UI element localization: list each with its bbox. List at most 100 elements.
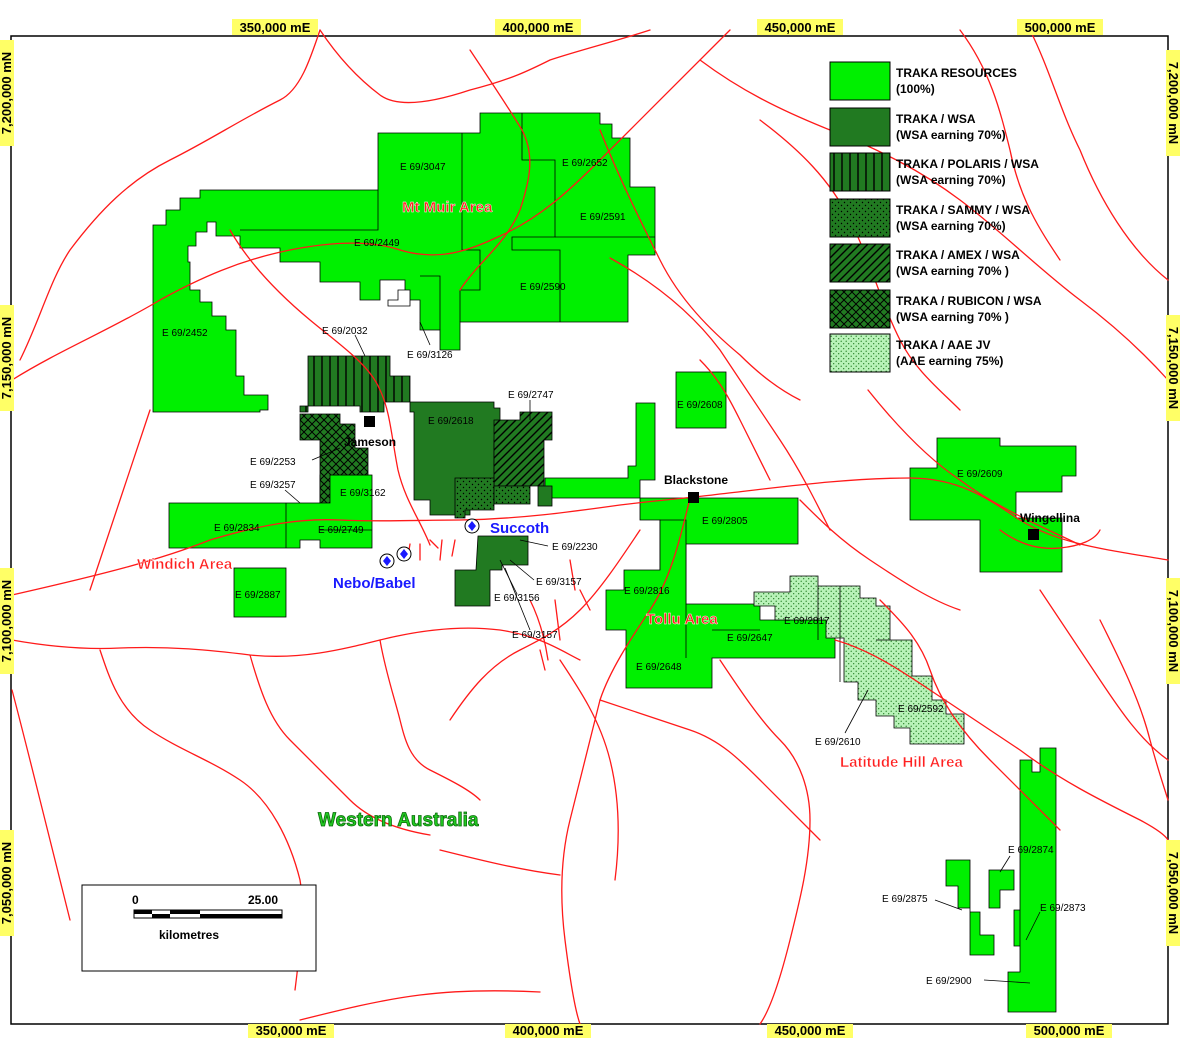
northing-label: 7,050,000 mN bbox=[0, 842, 14, 924]
deposit-label-succoth: Succoth bbox=[490, 520, 549, 537]
deposits: Succoth Nebo/Babel bbox=[333, 518, 549, 592]
tenement-polygon-central-strip bbox=[544, 402, 799, 605]
scale-end-label: 25.00 bbox=[248, 893, 278, 907]
tenement-polygon-amex bbox=[493, 411, 553, 487]
easting-label: 450,000 mE bbox=[765, 20, 836, 35]
northing-label: 7,150,000 mN bbox=[0, 317, 14, 399]
northing-labels-right: 7,200,000 mN 7,150,000 mN 7,100,000 mN 7… bbox=[1166, 50, 1180, 946]
northing-label: 7,150,000 mN bbox=[1166, 327, 1180, 409]
northing-label: 7,100,000 mN bbox=[0, 580, 14, 662]
tenement-label: E 69/2610 bbox=[815, 737, 861, 748]
legend-swatch-dots bbox=[829, 198, 891, 238]
easting-label: 500,000 mE bbox=[1025, 20, 1096, 35]
tenement-label: E 69/2805 bbox=[702, 516, 748, 527]
area-labels: Mt Muir Area Windich Area Tollu Area Lat… bbox=[137, 199, 964, 832]
legend-label: TRAKA RESOURCES bbox=[896, 66, 1017, 80]
place-label-blackstone: Blackstone bbox=[664, 473, 728, 487]
legend-swatch-cross-hatch bbox=[829, 289, 891, 329]
tenement-labels: E 69/3047 E 69/2652 E 69/2591 E 69/2449 … bbox=[162, 158, 1086, 987]
town-marker-icon bbox=[1028, 529, 1039, 540]
town-marker-icon bbox=[688, 492, 699, 503]
easting-label: 400,000 mE bbox=[513, 1023, 584, 1038]
tenement-polygon-2887 bbox=[233, 567, 287, 618]
tenement-label: E 69/2648 bbox=[636, 662, 682, 673]
easting-label: 500,000 mE bbox=[1034, 1023, 1105, 1038]
legend-label: TRAKA / SAMMY / WSA bbox=[896, 203, 1030, 217]
tenement-polygon-2875 bbox=[945, 859, 995, 956]
tenement-label: E 69/2609 bbox=[957, 469, 1003, 480]
tenement-label: E 69/2749 bbox=[318, 525, 364, 536]
tenement-label: E 69/2032 bbox=[322, 326, 368, 337]
tenement-label: E 69/2590 bbox=[520, 282, 566, 293]
tenement-label: E 69/3047 bbox=[400, 162, 446, 173]
tenement-label: E 69/2834 bbox=[214, 523, 260, 534]
easting-label: 450,000 mE bbox=[775, 1023, 846, 1038]
tenement-label: E 69/3162 bbox=[340, 488, 386, 499]
area-label-mt-muir: Mt Muir Area bbox=[402, 199, 493, 216]
legend-label: TRAKA / POLARIS / WSA bbox=[896, 157, 1039, 171]
tenement-label: E 69/2652 bbox=[562, 158, 608, 169]
tenement-label: E 69/3126 bbox=[407, 350, 453, 361]
legend-label: (WSA earning 70% ) bbox=[896, 310, 1009, 324]
legend-swatch-light-green bbox=[829, 61, 891, 101]
legend-swatch-diagonal-lines bbox=[829, 243, 891, 283]
tenement-boundaries bbox=[240, 113, 890, 682]
tenement-label: E 69/3156 bbox=[494, 593, 540, 604]
tenement-label: E 69/3257 bbox=[250, 480, 296, 491]
legend: TRAKA RESOURCES (100%) TRAKA / WSA (WSA … bbox=[829, 61, 1042, 373]
tenement-polygon-2874 bbox=[988, 869, 1015, 909]
tenement-polygon-rubicon bbox=[299, 413, 369, 504]
tenement-polygon-aae bbox=[753, 575, 965, 745]
northing-label: 7,050,000 mN bbox=[1166, 852, 1180, 934]
legend-label: (WSA earning 70%) bbox=[896, 128, 1006, 142]
legend-label: (WSA earning 70%) bbox=[896, 173, 1006, 187]
legend-swatch-vertical-lines bbox=[829, 152, 891, 192]
tenement-polygon-tollu bbox=[605, 519, 836, 689]
place-label-wingellina: Wingellina bbox=[1020, 511, 1080, 525]
northing-labels-left: 7,200,000 mN 7,150,000 mN 7,100,000 mN 7… bbox=[0, 40, 14, 936]
tenement-label: E 69/2253 bbox=[250, 457, 296, 468]
tenement-polygon-sammy bbox=[454, 477, 495, 519]
tenement-label: E 69/2816 bbox=[624, 586, 670, 597]
places: Jameson Blackstone Wingellina bbox=[344, 416, 1080, 540]
tenement-label: E 69/2817 bbox=[784, 616, 830, 627]
tenement-label: E 69/3157 bbox=[512, 630, 558, 641]
legend-swatch-light-dots bbox=[829, 333, 891, 373]
leader-lines bbox=[284, 321, 1041, 984]
tenement-label: E 69/2592 bbox=[898, 704, 944, 715]
town-marker-icon bbox=[364, 416, 375, 427]
legend-label: TRAKA / RUBICON / WSA bbox=[896, 294, 1042, 308]
tenement-label: E 69/2449 bbox=[354, 238, 400, 249]
easting-labels-bottom: 350,000 mE 400,000 mE 450,000 mE 500,000… bbox=[248, 1023, 1112, 1038]
legend-swatch-dark-green bbox=[829, 107, 891, 147]
tenement-label: E 69/2873 bbox=[1040, 903, 1086, 914]
northing-label: 7,100,000 mN bbox=[1166, 590, 1180, 672]
tenement-label: E 69/2452 bbox=[162, 328, 208, 339]
northing-label: 7,200,000 mN bbox=[1166, 62, 1180, 144]
tenement-polygon-polaris bbox=[299, 355, 411, 413]
deposit-label-nebo-babel: Nebo/Babel bbox=[333, 575, 416, 592]
easting-label: 400,000 mE bbox=[503, 20, 574, 35]
tenement-polygon-mt-muir bbox=[152, 112, 656, 413]
legend-label: (WSA earning 70%) bbox=[896, 219, 1006, 233]
easting-labels-top: 350,000 mE 400,000 mE 450,000 mE 500,000… bbox=[232, 19, 1103, 35]
legend-label: TRAKA / AAE JV bbox=[896, 338, 990, 352]
legend-label: (100%) bbox=[896, 82, 935, 96]
legend-label: (WSA earning 70% ) bbox=[896, 264, 1009, 278]
region-label: Western Australia bbox=[318, 810, 479, 831]
tenement-label: E 69/2875 bbox=[882, 894, 928, 905]
area-label-windich: Windich Area bbox=[137, 556, 233, 573]
legend-label: TRAKA / AMEX / WSA bbox=[896, 248, 1020, 262]
tenement-label: E 69/2874 bbox=[1008, 845, 1054, 856]
northing-label: 7,200,000 mN bbox=[0, 52, 14, 134]
scale-unit-label: kilometres bbox=[159, 928, 219, 942]
legend-label: TRAKA / WSA bbox=[896, 112, 976, 126]
scale-start-label: 0 bbox=[132, 893, 139, 907]
tenement-label: E 69/2591 bbox=[580, 212, 626, 223]
easting-label: 350,000 mE bbox=[240, 20, 311, 35]
area-label-tollu: Tollu Area bbox=[646, 611, 718, 628]
place-label-jameson: Jameson bbox=[344, 435, 396, 449]
tenement-label: E 69/2647 bbox=[727, 633, 773, 644]
area-label-latitude-hill: Latitude Hill Area bbox=[840, 754, 963, 771]
